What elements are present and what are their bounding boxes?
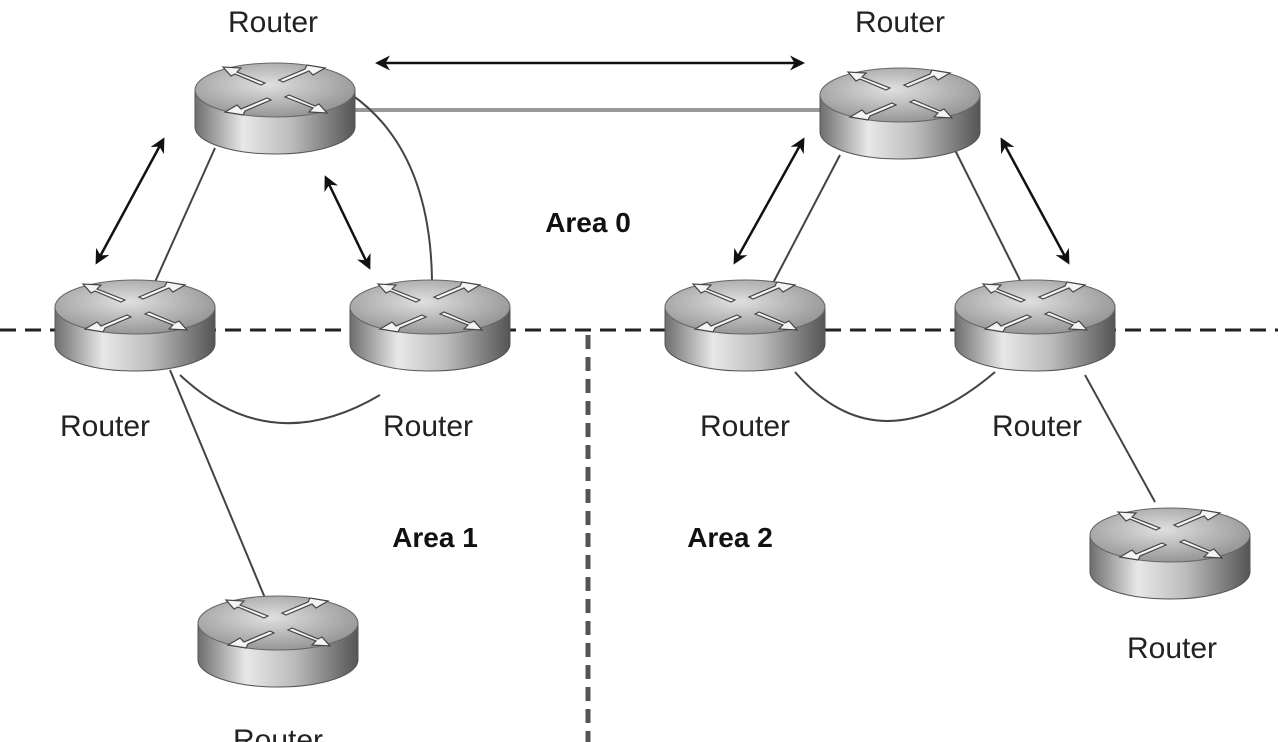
router-label: Router <box>60 410 150 443</box>
router-icon <box>197 595 359 688</box>
link <box>1084 374 1156 503</box>
link <box>351 94 433 281</box>
router-icon <box>54 279 216 372</box>
link <box>179 374 381 425</box>
router-label: Router <box>233 724 323 742</box>
link <box>954 149 1021 281</box>
link <box>794 371 996 422</box>
lsa-exchange-arrow <box>733 137 805 265</box>
router-label: Router <box>855 6 945 39</box>
lsa-exchange-arrow <box>1000 137 1070 265</box>
router-icon <box>194 62 356 155</box>
link <box>154 147 216 283</box>
lsa-exchange-arrow <box>324 175 371 270</box>
router-label: Router <box>992 410 1082 443</box>
area-label: Area 1 <box>392 522 478 553</box>
router-label: Router <box>383 410 473 443</box>
area-label: Area 0 <box>545 207 631 238</box>
router-icon <box>664 279 826 372</box>
router-label: Router <box>1127 632 1217 665</box>
router-label: Router <box>228 6 318 39</box>
router-icon <box>954 279 1116 372</box>
router-icon <box>349 279 511 372</box>
link <box>771 154 841 286</box>
area-label: Area 2 <box>687 522 773 553</box>
link <box>169 369 266 599</box>
router-label: Router <box>700 410 790 443</box>
router-icon <box>819 67 981 160</box>
router-icon <box>1089 507 1251 600</box>
lsa-exchange-arrow <box>95 137 165 265</box>
